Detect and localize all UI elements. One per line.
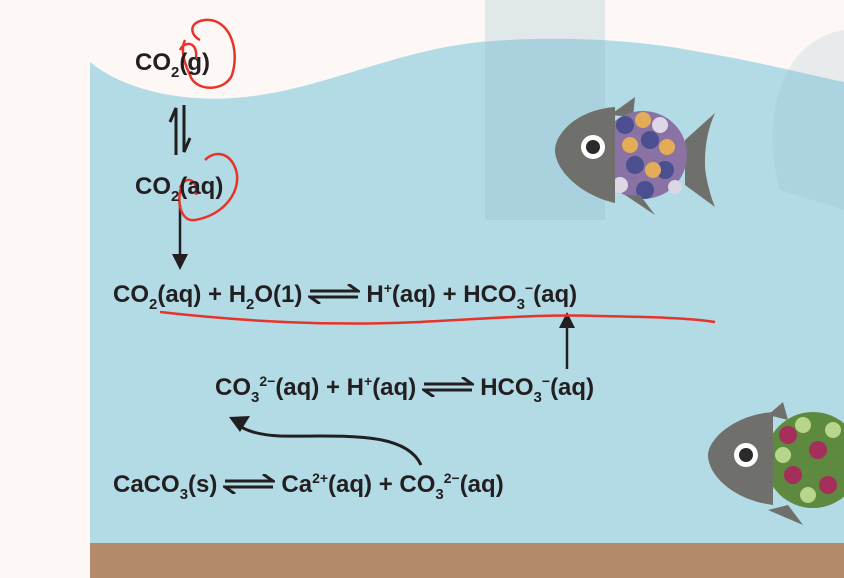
formula-text: (aq) + H [275, 374, 364, 401]
equilibrium-arrow-icon [308, 284, 361, 304]
formula-text: (aq) + HCO [391, 281, 517, 308]
seabed [90, 543, 844, 578]
formula-text: (aq) [372, 374, 417, 401]
formula-text: CO [113, 281, 149, 308]
red-annotation [159, 18, 716, 325]
formula-supscript: 2− [443, 470, 460, 486]
equation-calcium-carbonate: CaCO3(s)Ca2+(aq) + CO32−(aq) [113, 470, 504, 503]
formula-text: HCO [480, 374, 534, 401]
equilibrium-arrow-icon [422, 377, 475, 397]
formula-supscript: + [383, 280, 392, 296]
formula-text: (s) [188, 471, 218, 498]
formula-subscript: 3 [516, 296, 525, 313]
formula-text: Ca [281, 471, 313, 498]
formula-supscript: 2+ [312, 470, 329, 486]
formula-text: (aq) [550, 374, 595, 401]
fish-icon [708, 402, 844, 525]
vertical-equilibrium-arrow-icon [168, 105, 192, 155]
formula-text: CO [215, 374, 251, 401]
equation-co2-water: CO2(aq) + H2O(1)H+(aq) + HCO3−(aq) [113, 280, 578, 313]
formula-text: (aq) [179, 173, 224, 200]
equilibrium-arrow-icon [223, 474, 276, 494]
formula-subscript: 2 [246, 296, 255, 313]
formula-subscript: 3 [251, 389, 260, 406]
watermark-letter [772, 30, 844, 210]
formula-supscript: + [364, 373, 373, 389]
formula-text: H [366, 281, 384, 308]
up-arrow-icon [559, 312, 575, 369]
formula-subscript: 2 [171, 188, 180, 205]
formula-text: (aq) + H [157, 281, 247, 308]
formula-subscript: 3 [435, 486, 444, 503]
fish-icon [555, 97, 715, 215]
down-arrow-icon [172, 205, 188, 270]
equation-carbonate-bicarbonate: CO32−(aq) + H+(aq)HCO3−(aq) [215, 373, 595, 406]
formula-subscript: 3 [533, 389, 542, 406]
formula-subscript: 2 [149, 296, 158, 313]
formula-text: (aq) [459, 471, 504, 498]
formula-supscript: − [524, 280, 534, 296]
formula-text: (aq) [533, 281, 578, 308]
co2-aqueous-label: CO2(aq) [135, 172, 224, 205]
formula-text: (g) [179, 49, 210, 76]
formula-text: CO [135, 49, 171, 76]
formula-subscript: 3 [179, 486, 189, 503]
curved-arrow-icon [229, 416, 423, 466]
formula-subscript: 2 [171, 64, 180, 81]
formula-text: (aq) + CO [328, 471, 436, 498]
formula-supscript: 2− [259, 373, 276, 389]
formula-text: O(1) [254, 281, 303, 308]
formula-text: CaCO [113, 471, 180, 498]
formula-supscript: − [541, 373, 551, 389]
co2-gas-label: CO2(g) [135, 48, 210, 81]
formula-text: CO [135, 173, 171, 200]
